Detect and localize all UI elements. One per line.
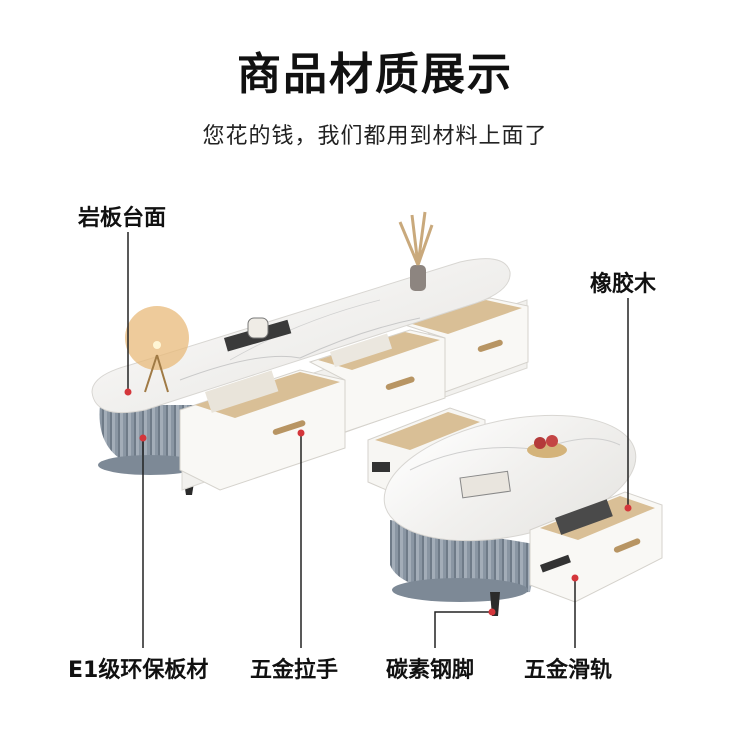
label-handle: 五金拉手 (250, 658, 339, 683)
fruit-bowl (527, 442, 567, 458)
coffee-table (367, 407, 663, 616)
label-steel-legs: 碳素钢脚 (386, 658, 475, 683)
coffee-table-marble-top (383, 414, 637, 542)
coffee-handle (613, 538, 641, 553)
label-slide-rail: 五金滑轨 (524, 658, 613, 683)
leader-steel-legs (434, 611, 492, 648)
lamp-decoration (125, 306, 189, 393)
tv-handle-1 (272, 420, 306, 435)
tv-cabinet-fluted-base (99, 405, 200, 470)
dot-stone-top (124, 388, 132, 396)
coffee-table-fluted-base (390, 520, 540, 595)
tv-cabinet (91, 211, 529, 495)
dot-e1-board (139, 434, 147, 442)
page-title: 商品材质展示 (237, 49, 513, 100)
label-rubber-wood: 橡胶木 (590, 272, 657, 297)
tv-handle-2 (385, 376, 415, 390)
page-subtitle: 您花的钱，我们都用到材料上面了 (202, 124, 548, 149)
label-e1-board: E1级环保板材 (68, 658, 209, 683)
leader-dots (124, 388, 632, 616)
dot-handle (297, 429, 305, 437)
label-stone-top: 岩板台面 (78, 206, 167, 231)
slide-rail (540, 554, 571, 573)
leader-lines (127, 232, 629, 648)
tv-handle-3 (477, 339, 503, 352)
dot-steel-legs (488, 608, 496, 616)
dot-rubber-wood (624, 504, 632, 512)
dot-slide-rail (571, 574, 579, 582)
vase-decoration (398, 211, 434, 291)
